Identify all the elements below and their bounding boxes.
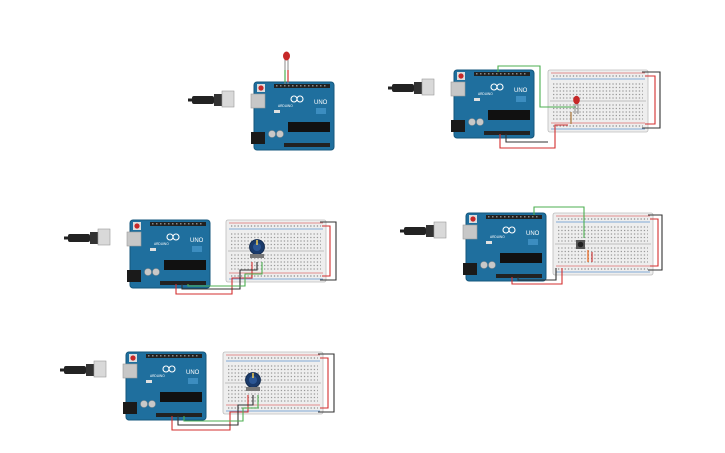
potentiometer-icon[interactable] [248,238,266,259]
brand-label: ARDUINO [154,242,169,246]
circuit-potentiometer-2[interactable]: UNO ARDUINO [59,351,335,431]
board-label: UNO [190,238,204,244]
arduino-uno-board[interactable] [399,212,547,282]
circuit-led-breadboard[interactable]: UNO ARDUINO [387,65,661,149]
circuit-potentiometer-1[interactable]: UNO ARDUINO [63,219,337,295]
pushbutton-icon[interactable] [576,240,585,249]
circuit-blink-led[interactable]: UNO ARDUINO [187,51,335,151]
arduino-uno-board[interactable] [387,69,535,139]
led-icon[interactable] [573,95,580,114]
arduino-uno-board[interactable] [187,81,335,151]
board-label: UNO [314,100,328,106]
brand-label: ARDUINO [278,104,293,108]
board-label: UNO [526,231,540,237]
breadboard[interactable] [547,69,649,133]
brand-label: ARDUINO [478,92,493,96]
circuit-pushbutton[interactable]: UNO ARDUINO [399,206,663,285]
breadboard[interactable] [552,212,654,276]
brand-label: ARDUINO [150,374,165,378]
board-label: UNO [186,370,200,376]
board-label: UNO [514,88,528,94]
breadboard[interactable] [225,219,327,283]
led-icon[interactable] [283,51,290,85]
potentiometer-icon[interactable] [244,371,262,392]
arduino-uno-board[interactable] [59,351,207,421]
arduino-uno-board[interactable] [63,219,211,289]
brand-label: ARDUINO [490,235,505,239]
